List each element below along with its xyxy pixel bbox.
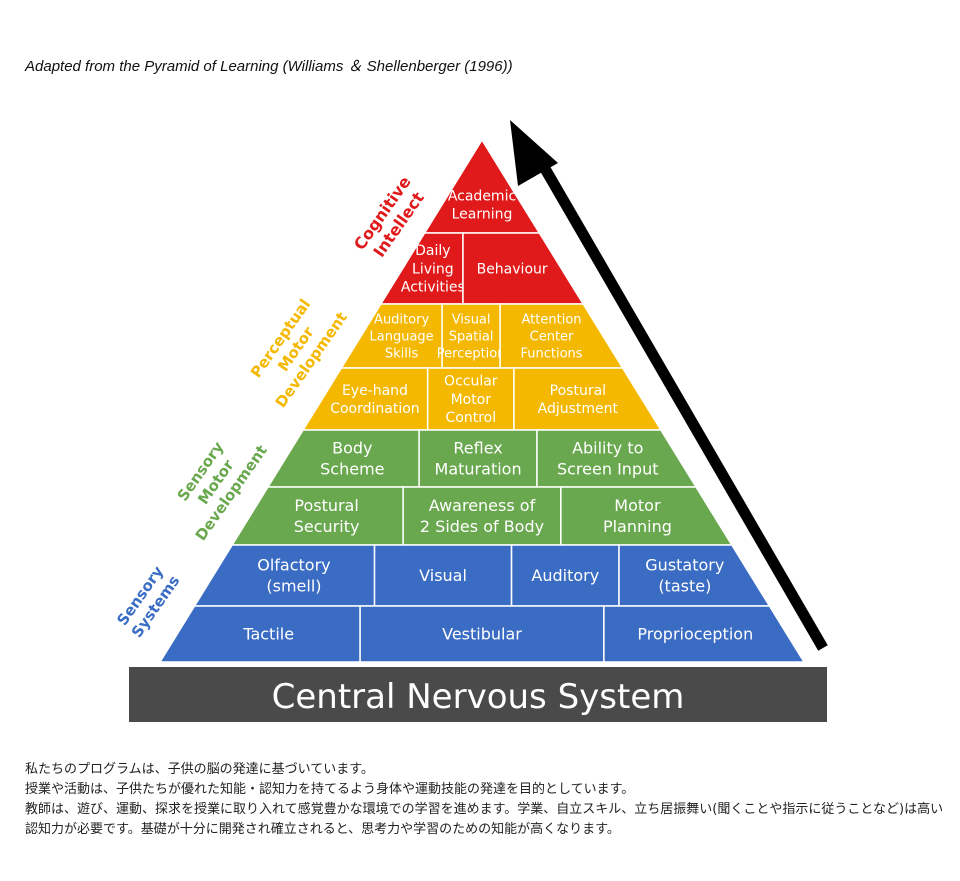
- cell-label-line: Auditory: [374, 313, 429, 328]
- cell-label-proprioception: Proprioception: [637, 625, 753, 644]
- description: 私たちのプログラムは、子供の脳の発達に基づいています。 授業や活動は、子供たちが…: [25, 760, 945, 840]
- cell-gustatory: [618, 544, 771, 607]
- cell-label-auditory: Auditory: [531, 566, 599, 585]
- cell-proprioception: [603, 605, 806, 663]
- cell-label-awareness: Awareness of 2 Sides of Body: [420, 496, 544, 536]
- cell-label-ability: Ability to Screen Input: [557, 439, 659, 479]
- cell-label-line: Coordination: [330, 401, 419, 417]
- cell-label-line: Skills: [385, 346, 419, 361]
- cell-label-visual: Visual: [419, 566, 467, 585]
- cell-label-olfactory: Olfactory (smell): [257, 556, 330, 596]
- cell-label-line: 2 Sides of Body: [420, 517, 544, 536]
- cell-label-line: Reflex: [453, 439, 502, 458]
- cell-label-line: Behaviour: [477, 261, 548, 277]
- cell-label-vestibular: Vestibular: [442, 625, 522, 644]
- cell-label-line: Language: [370, 330, 434, 345]
- cell-label-line: Perception: [437, 346, 506, 361]
- cell-label-line: Scheme: [320, 460, 384, 479]
- cell-label-line: Gustatory: [645, 556, 724, 575]
- cell-label-line: (taste): [658, 577, 711, 596]
- caption: Adapted from the Pyramid of Learning (Wi…: [25, 58, 513, 75]
- cell-label-line: Center: [530, 330, 574, 345]
- cell-label-line: Vestibular: [442, 625, 522, 644]
- cell-label-line: Olfactory: [257, 556, 330, 575]
- cell-label-line: Functions: [520, 346, 582, 361]
- cell-label-line: Body: [332, 439, 372, 458]
- cell-eye-hand: [301, 367, 429, 431]
- cell-label-line: Security: [294, 517, 360, 536]
- cell-label-line: Awareness of: [429, 496, 536, 515]
- cell-label-gustatory: Gustatory (taste): [645, 556, 724, 596]
- base-label: Central Nervous System: [272, 677, 685, 717]
- description-line-3: 教師は、遊び、運動、探求を授業に取り入れて感覚豊かな環境での学習を進めます。学業…: [25, 802, 944, 837]
- cell-label-line: Screen Input: [557, 460, 659, 479]
- cell-label-line: Attention: [522, 313, 582, 328]
- cell-label-line: Tactile: [242, 625, 294, 644]
- cell-label-line: Planning: [603, 517, 672, 536]
- cell-label-line: (smell): [266, 577, 321, 596]
- cell-label-line: Proprioception: [637, 625, 753, 644]
- cell-label-line: Living: [412, 261, 454, 277]
- arrow-head: [510, 120, 558, 186]
- cell-label-line: Occular: [444, 374, 498, 390]
- side-label-sensory: SensorySystems: [112, 561, 183, 641]
- cell-label-line: Ability to: [572, 439, 643, 458]
- cell-postural-adj: [513, 367, 663, 431]
- cell-label-line: Postural: [550, 383, 606, 399]
- cell-label-tactile: Tactile: [242, 625, 294, 644]
- cell-olfactory: [193, 544, 376, 607]
- cell-label-line: Daily: [415, 243, 450, 259]
- cell-label-line: Activities: [401, 280, 465, 296]
- cell-label-line: Motor: [451, 392, 492, 408]
- cell-label-behaviour: Behaviour: [477, 261, 548, 277]
- cell-label-line: Visual: [452, 313, 491, 328]
- description-line-2: 授業や活動は、子供たちが優れた知能・認知力を持てるよう身体や運動技能の発達を目的…: [25, 782, 635, 797]
- cell-label-line: Visual: [419, 566, 467, 585]
- cell-label-line: Learning: [452, 207, 513, 223]
- description-line-1: 私たちのプログラムは、子供の脳の発達に基づいています。: [25, 762, 374, 777]
- cell-label-line: Maturation: [435, 460, 522, 479]
- cell-label-line: Academic: [448, 188, 516, 204]
- cell-label-line: Control: [446, 410, 497, 426]
- cell-label-line: Adjustment: [538, 401, 619, 417]
- cell-label-line: Spatial: [449, 330, 494, 345]
- cell-label-line: Auditory: [531, 566, 599, 585]
- cell-label-line: Eye-hand: [342, 383, 408, 399]
- cell-label-line: Motor: [614, 496, 661, 515]
- arrow-shaft: [535, 157, 828, 651]
- cell-label-line: Postural: [294, 496, 358, 515]
- base-bar: [129, 667, 827, 722]
